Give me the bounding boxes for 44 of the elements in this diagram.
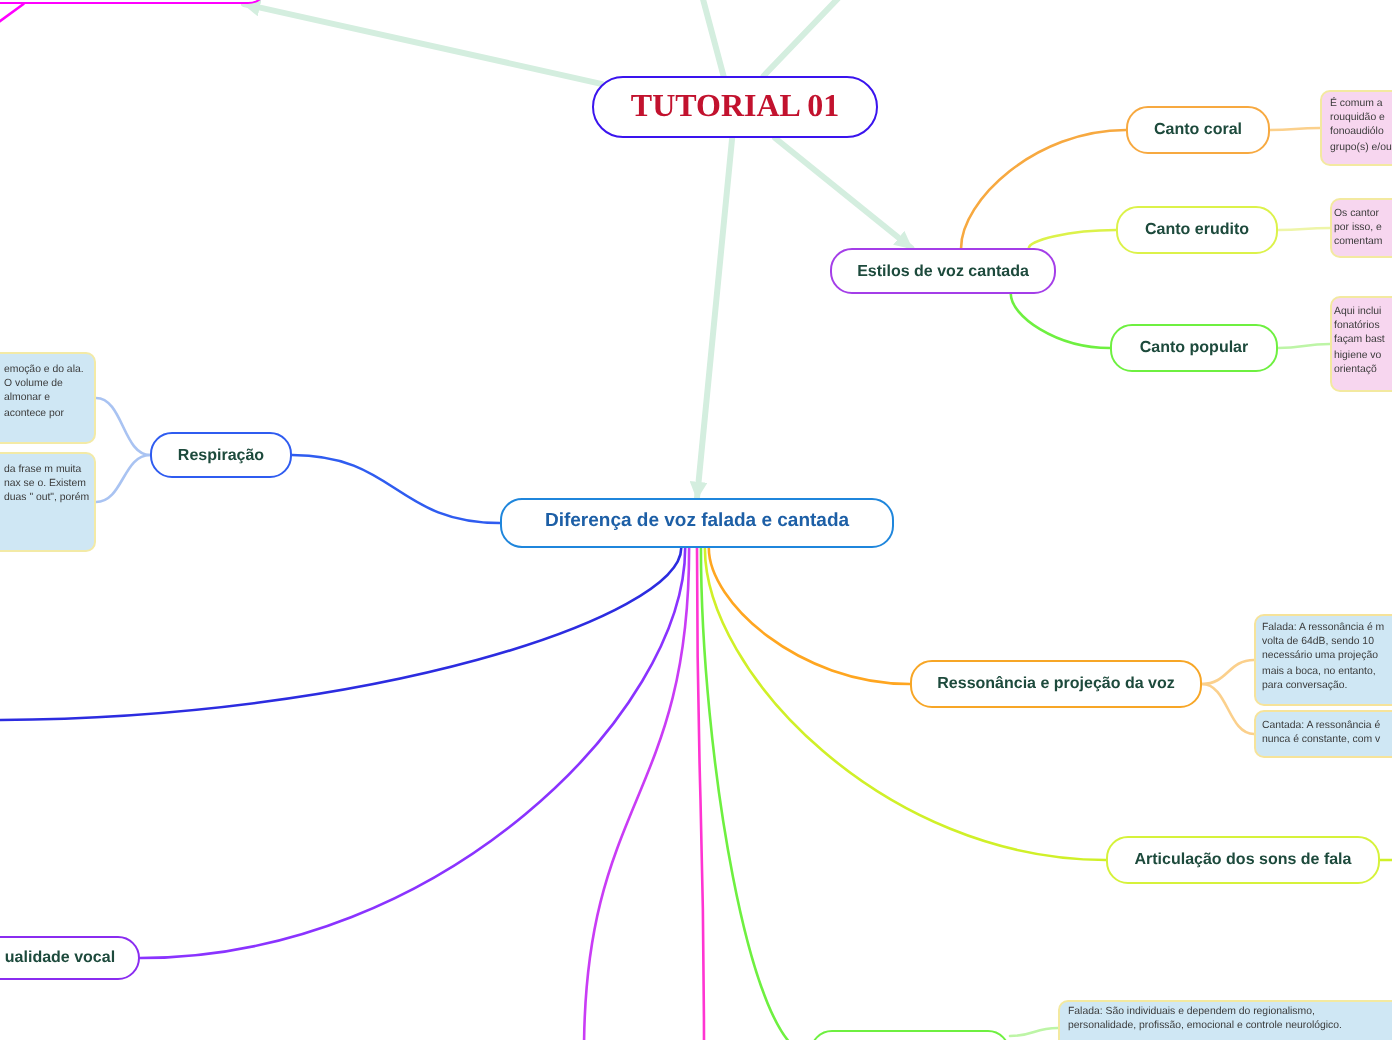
topic-text: Articulação dos sons de fala	[1134, 850, 1352, 870]
topic-text: Canto popular	[1139, 338, 1249, 358]
branch-line	[94, 453, 152, 504]
branch-line	[1200, 658, 1256, 686]
branch-line	[697, 0, 727, 79]
branch-line	[703, 546, 1108, 862]
topic-box	[500, 498, 894, 548]
topic-box	[910, 660, 1202, 708]
topic-box	[830, 248, 1056, 294]
branch-line	[959, 128, 1128, 250]
branch-line	[582, 546, 691, 1040]
branch-line	[1268, 126, 1322, 132]
branch-line	[707, 546, 912, 686]
arrow	[240, 0, 606, 88]
topic-text: Canto erudito	[1145, 220, 1249, 240]
branch-line	[138, 546, 687, 960]
topic-box	[1106, 836, 1380, 884]
note-card	[1254, 614, 1392, 706]
topic-text: Diferença de voz falada e cantada	[544, 512, 850, 534]
branch-line	[290, 453, 502, 525]
note-card	[1254, 710, 1392, 758]
topic-text: Respiração	[177, 445, 265, 465]
topic-box	[1126, 106, 1270, 154]
topic-box	[1116, 206, 1278, 254]
branch-line	[94, 396, 152, 457]
central-topic-text: TUTORIAL 01	[630, 89, 840, 125]
topic-box	[150, 432, 292, 478]
branch-line	[1200, 682, 1256, 736]
branch-line	[1009, 292, 1112, 350]
branch-line	[0, 546, 683, 722]
topic-text: Estilos de voz cantada	[857, 261, 1029, 281]
branch-line	[695, 546, 706, 1040]
branch-line	[1008, 1026, 1060, 1038]
branch-line	[1276, 226, 1332, 232]
topic-text: ualidade vocal	[4, 948, 116, 968]
branch-line	[1276, 342, 1332, 350]
topic-box	[1110, 324, 1278, 372]
arrow	[772, 135, 915, 251]
branch-line	[1027, 228, 1118, 250]
arrow	[689, 135, 736, 501]
central-topic-box	[592, 76, 878, 138]
topic-box	[0, 936, 140, 980]
topic-text: Canto coral	[1153, 120, 1242, 140]
topic-text: Ressonância e projeção da voz	[937, 674, 1175, 694]
